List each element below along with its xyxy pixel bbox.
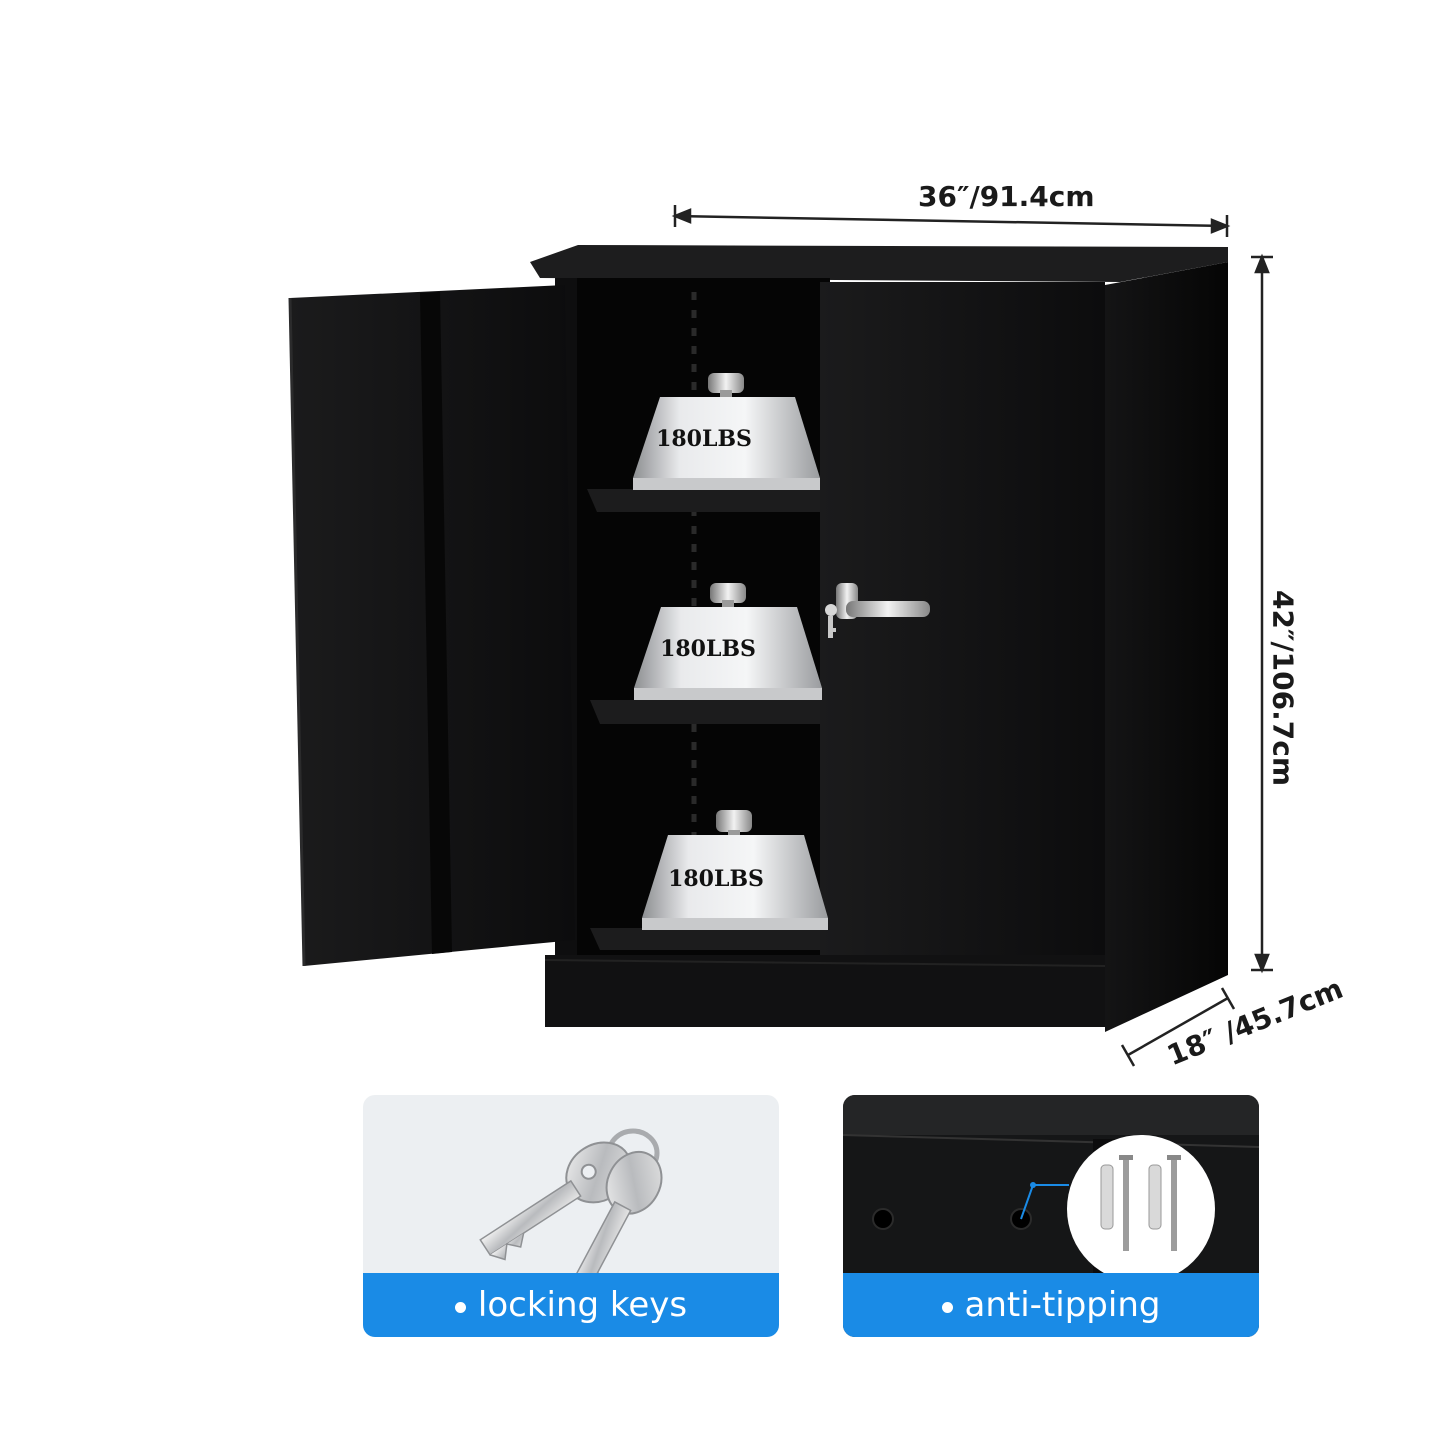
feature-card-locking-keys: locking keys xyxy=(363,1095,779,1337)
shelf-top xyxy=(587,489,822,512)
cabinet-side-panel xyxy=(1105,262,1228,1032)
right-door[interactable] xyxy=(820,282,1105,964)
weight-middle xyxy=(634,583,822,700)
door-handle-icon[interactable] xyxy=(825,583,930,638)
locking-keys-banner: locking keys xyxy=(363,1273,779,1337)
weight-label-middle: 180LBS xyxy=(660,636,756,662)
width-dimension-arrow xyxy=(671,205,1231,237)
key-icon xyxy=(479,1128,663,1275)
anti-tipping-illustration xyxy=(843,1095,1259,1275)
anti-tipping-banner: anti-tipping xyxy=(843,1273,1259,1337)
screw-anchor-icon xyxy=(1100,1155,1181,1251)
depth-dimension-arrow xyxy=(1120,987,1236,1067)
weight-bottom xyxy=(642,810,828,930)
locking-keys-label: locking keys xyxy=(477,1285,688,1325)
cabinet-base xyxy=(545,955,1105,1027)
height-dimension-label: 42″/106.7cm xyxy=(1266,589,1300,787)
bullet-icon xyxy=(454,1301,466,1313)
weight-label-bottom: 180LBS xyxy=(668,866,764,892)
cabinet-illustration xyxy=(288,205,1273,1067)
shelf-bottom xyxy=(590,928,826,950)
weight-top xyxy=(633,373,820,490)
bullet-icon xyxy=(941,1301,953,1313)
cabinet-top xyxy=(530,245,1228,282)
height-dimension-arrow xyxy=(1251,253,1273,974)
feature-card-anti-tipping: anti-tipping xyxy=(843,1095,1259,1337)
shelf-middle xyxy=(590,700,824,724)
weight-label-top: 180LBS xyxy=(656,426,752,452)
anti-tipping-label: anti-tipping xyxy=(964,1285,1161,1325)
width-dimension-label: 36″/91.4cm xyxy=(918,180,1095,213)
